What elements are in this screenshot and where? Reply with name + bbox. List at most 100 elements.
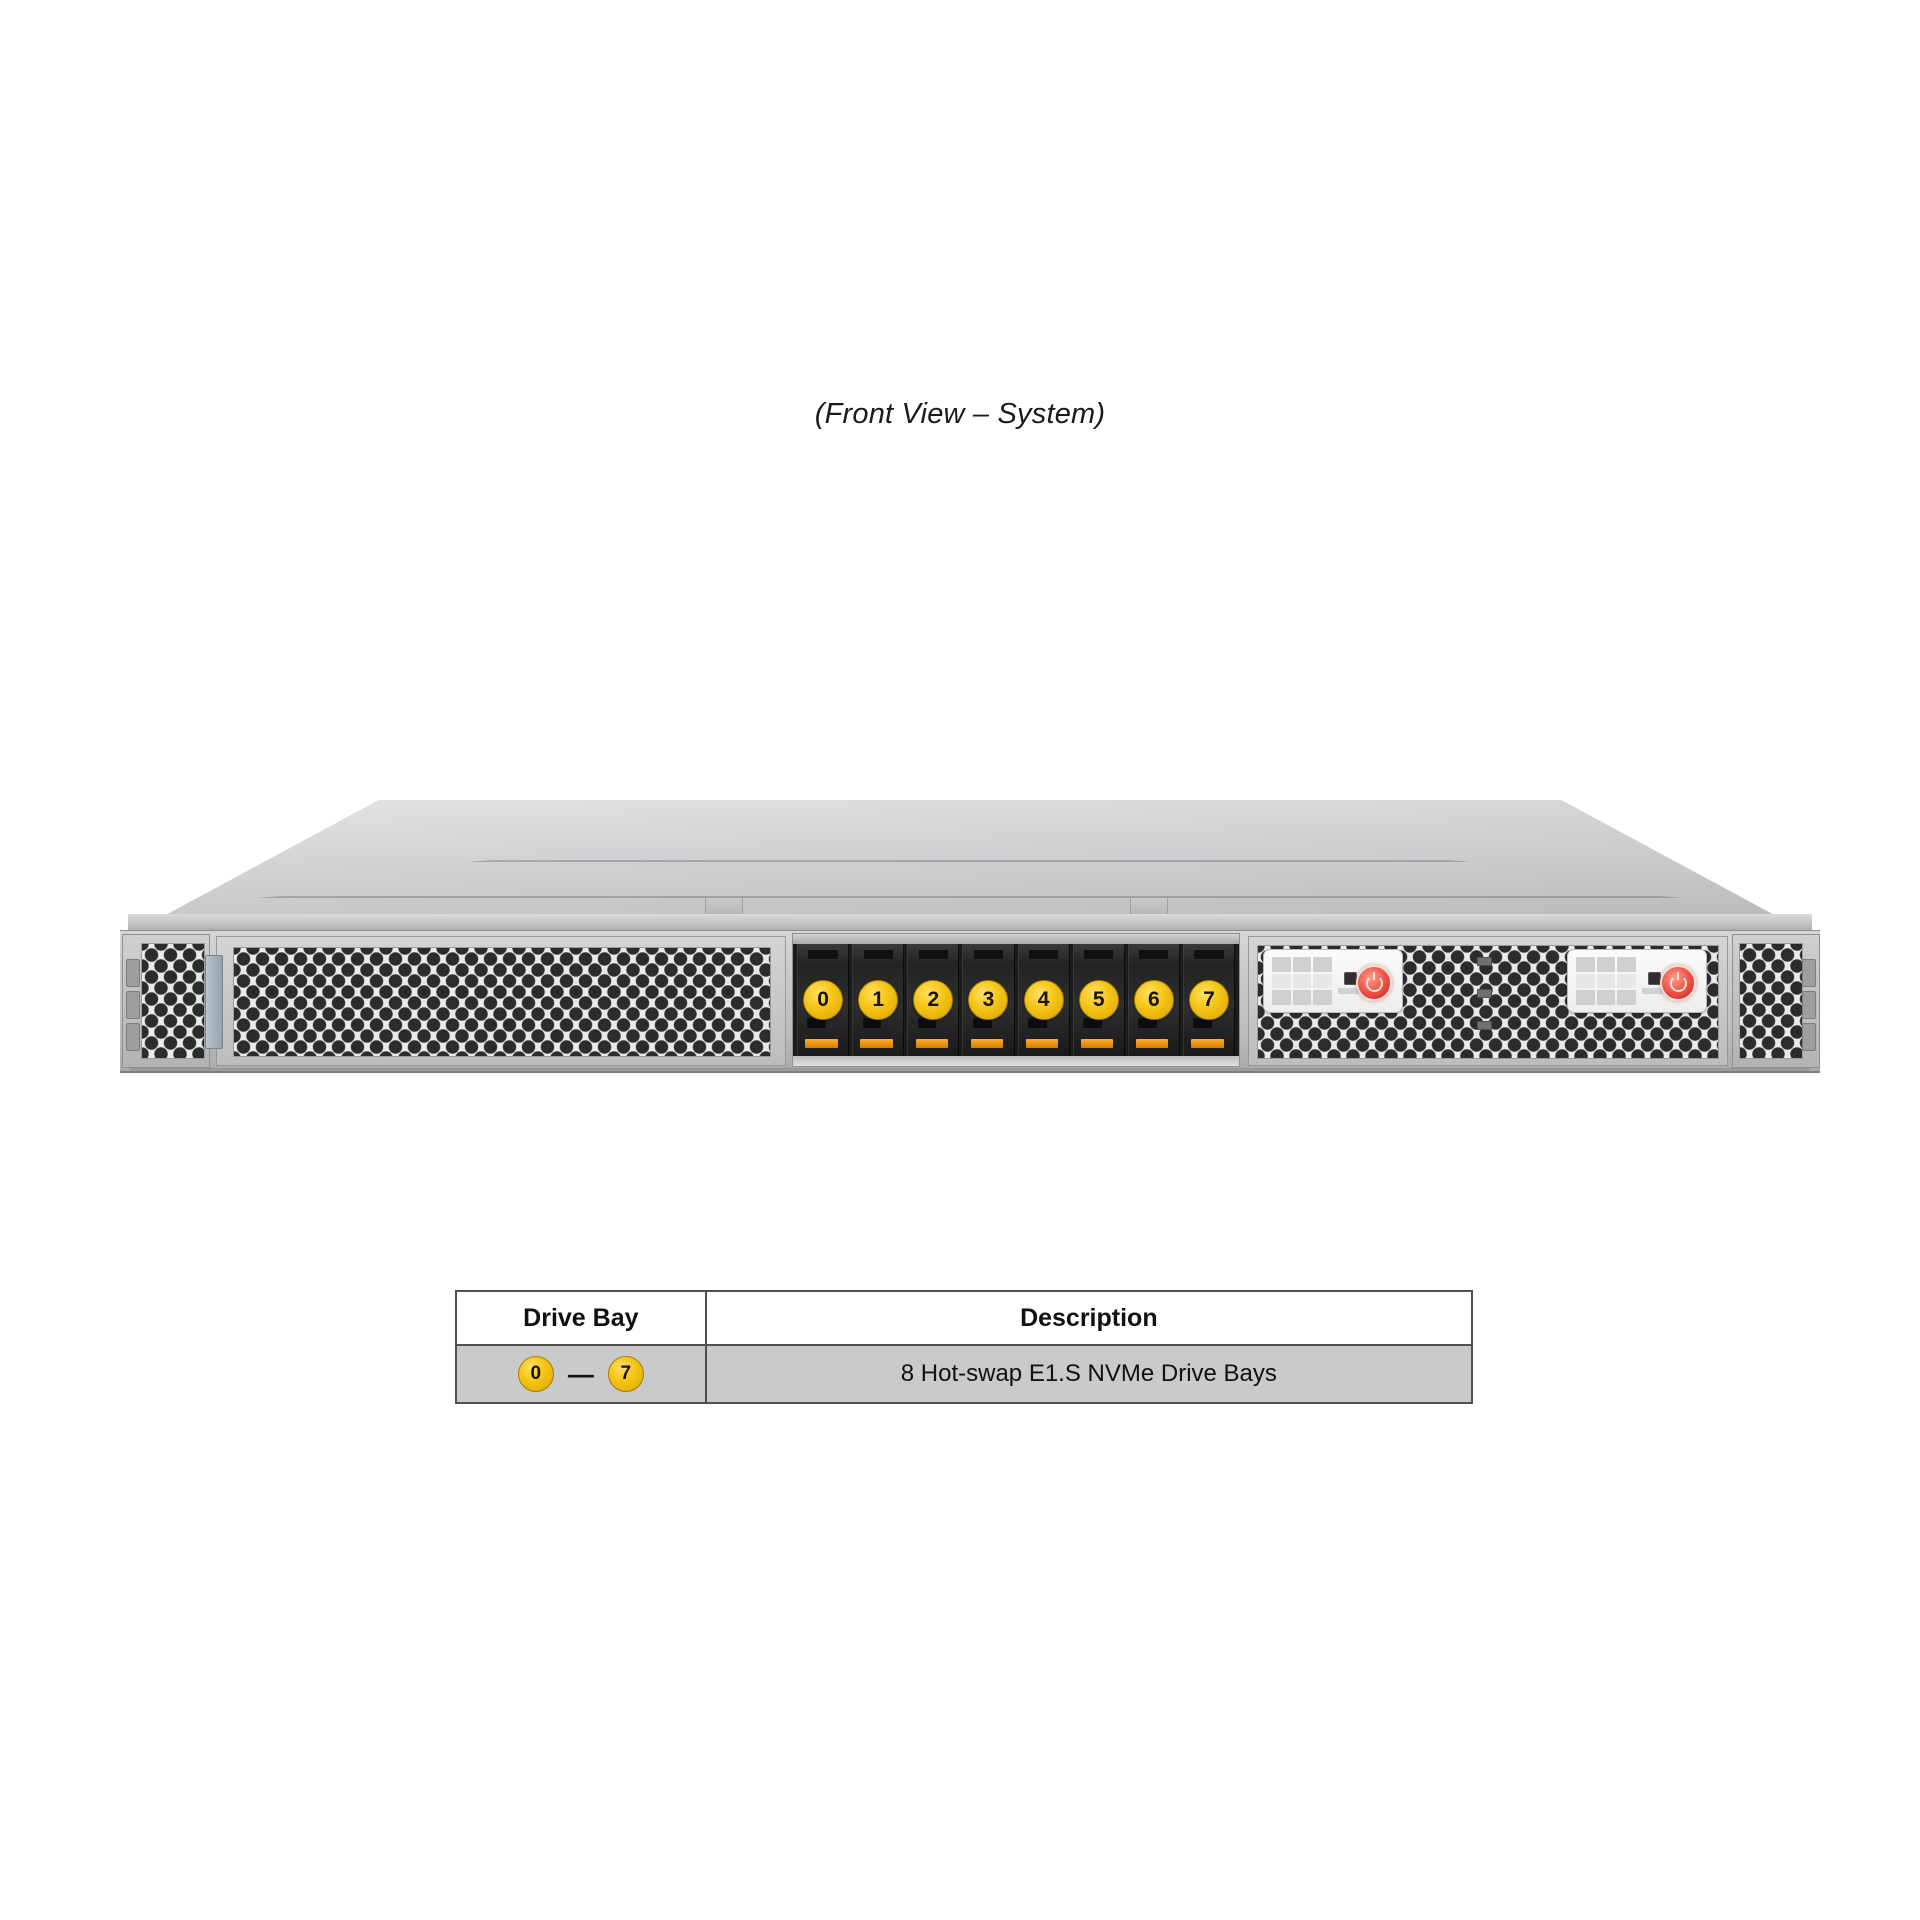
carrier-latch-slot: [917, 1018, 937, 1028]
network-activity-icon: [1576, 973, 1595, 989]
rack-ear-right: [1732, 934, 1820, 1068]
drive-bay-legend-table: Drive Bay Description 0 — 7 8 Hot-swap E…: [455, 1290, 1474, 1404]
drive-bay-badge-6: 6: [1133, 980, 1174, 1020]
column-header-description: Description: [704, 1290, 1474, 1346]
bay-range-group: 0 — 7: [457, 1356, 705, 1392]
drive-bay-badge-4: 4: [1023, 980, 1064, 1020]
ventilated-filler-panel: [205, 936, 786, 1066]
rack-ear-tab: [1802, 991, 1816, 1019]
carrier-vent-slot: [1084, 950, 1114, 959]
rack-ear-tab: [126, 959, 140, 987]
chassis-upper-band: [128, 914, 1812, 932]
power-button[interactable]: [1660, 965, 1696, 1001]
bay-range-start-badge: 0: [517, 1356, 554, 1392]
column-header-drive-bay: Drive Bay: [455, 1290, 707, 1346]
bay-range-dash: —: [567, 1358, 594, 1389]
drive-carrier[interactable]: 0: [797, 944, 850, 1056]
drive-activity-icon: [1617, 973, 1636, 989]
control-panel-node-2[interactable]: [1567, 949, 1707, 1013]
status-led-icon: [1576, 957, 1595, 972]
drive-activity-led-icon: [1191, 1039, 1224, 1048]
rack-ear-tab: [1802, 1023, 1816, 1051]
chassis-top-seam-secondary: [257, 896, 1683, 898]
chassis-top-seam: [467, 860, 1473, 862]
drive-cage-rail-bottom: [793, 1056, 1239, 1066]
status-led-icon: [1313, 957, 1332, 972]
drive-activity-led-icon: [860, 1039, 893, 1048]
carrier-latch-slot: [1083, 1018, 1102, 1028]
reset-button-label: [1338, 988, 1362, 994]
chassis-top-notch-left: [705, 898, 743, 916]
status-led-icon: [1272, 990, 1291, 1005]
table-row: 0 — 7 8 Hot-swap E1.S NVMe Drive Bays: [455, 1344, 1474, 1404]
drive-activity-led-icon: [1080, 1039, 1114, 1048]
status-led-grid: [1576, 957, 1636, 1005]
io-port[interactable]: [1477, 957, 1492, 966]
drive-activity-led-icon: [1025, 1039, 1059, 1048]
io-port[interactable]: [1477, 1021, 1492, 1030]
drive-carrier[interactable]: 3: [962, 944, 1015, 1056]
carrier-vent-slot: [808, 950, 838, 959]
status-led-icon: [1596, 990, 1616, 1005]
drive-bay-badge-0: 0: [803, 980, 844, 1020]
status-led-icon: [1617, 957, 1636, 972]
rack-ear-left: [122, 934, 210, 1068]
drive-carrier[interactable]: 6: [1127, 944, 1180, 1056]
chassis-top-cover: [160, 800, 1780, 918]
carrier-latch-slot: [1138, 1018, 1157, 1028]
drive-bay-badge-2: 2: [913, 980, 954, 1020]
perforation-mesh-icon: [1739, 943, 1803, 1059]
cell-drive-bay-range: 0 — 7: [455, 1344, 707, 1404]
figure-caption: (Front View – System): [814, 398, 1106, 430]
carrier-latch-slot: [1193, 1018, 1213, 1028]
overheat-warning-icon: [1596, 973, 1616, 989]
cell-description: 8 Hot-swap E1.S NVMe Drive Bays: [704, 1344, 1474, 1404]
status-led-icon: [1617, 990, 1636, 1005]
status-led-icon: [1272, 957, 1291, 972]
drive-activity-led-icon: [915, 1039, 948, 1048]
rack-ear-tab: [1802, 959, 1816, 987]
drive-carrier[interactable]: 4: [1017, 944, 1070, 1056]
perforation-mesh-icon: [141, 943, 205, 1059]
carrier-vent-slot: [1139, 950, 1169, 959]
rack-ear-tab: [126, 1023, 140, 1051]
drive-carrier[interactable]: 1: [852, 944, 905, 1056]
drive-bay-cage: 0 1 2 3: [792, 933, 1240, 1067]
drive-carrier[interactable]: 2: [907, 944, 960, 1056]
drive-bay-badge-7: 7: [1188, 980, 1229, 1020]
control-panel-node-1[interactable]: [1263, 949, 1403, 1013]
ventilated-control-panel-section: [1248, 936, 1728, 1066]
power-button[interactable]: [1356, 965, 1392, 1001]
carrier-vent-slot: [1194, 950, 1224, 959]
drive-carrier[interactable]: 5: [1072, 944, 1125, 1056]
table-header-row: Drive Bay Description: [455, 1290, 1474, 1346]
perforation-mesh-icon: [233, 947, 771, 1057]
drive-bay-badge-1: 1: [858, 980, 899, 1020]
drive-activity-led-icon: [805, 1039, 838, 1048]
io-port[interactable]: [1477, 989, 1492, 998]
server-front-view-illustration: 0 1 2 3: [120, 800, 1820, 1120]
carrier-latch-slot: [807, 1018, 827, 1028]
overheat-warning-icon: [1292, 973, 1312, 989]
status-led-grid: [1272, 957, 1332, 1005]
carrier-latch-slot: [1027, 1018, 1047, 1028]
drive-bay-badge-5: 5: [1078, 980, 1119, 1020]
status-led-icon: [1596, 957, 1616, 972]
drive-carrier[interactable]: 7: [1182, 944, 1235, 1056]
drive-cage-rail-top: [793, 934, 1239, 944]
reset-button-label: [1642, 988, 1666, 994]
drive-activity-led-icon: [1136, 1039, 1169, 1048]
status-led-icon: [1576, 990, 1595, 1005]
panel-latch-handle[interactable]: [205, 955, 223, 1049]
chassis-drop-shadow: [130, 1068, 1810, 1074]
carrier-vent-slot: [973, 950, 1004, 959]
network-activity-icon: [1272, 973, 1291, 989]
carrier-vent-slot: [1028, 950, 1059, 959]
drive-activity-led-icon: [970, 1039, 1004, 1048]
drive-bay-badge-3: 3: [968, 980, 1009, 1020]
carrier-latch-slot: [972, 1018, 992, 1028]
rack-ear-tab: [126, 991, 140, 1019]
carrier-latch-slot: [862, 1018, 882, 1028]
bay-range-end-badge: 7: [607, 1356, 644, 1392]
carrier-vent-slot: [918, 950, 948, 959]
